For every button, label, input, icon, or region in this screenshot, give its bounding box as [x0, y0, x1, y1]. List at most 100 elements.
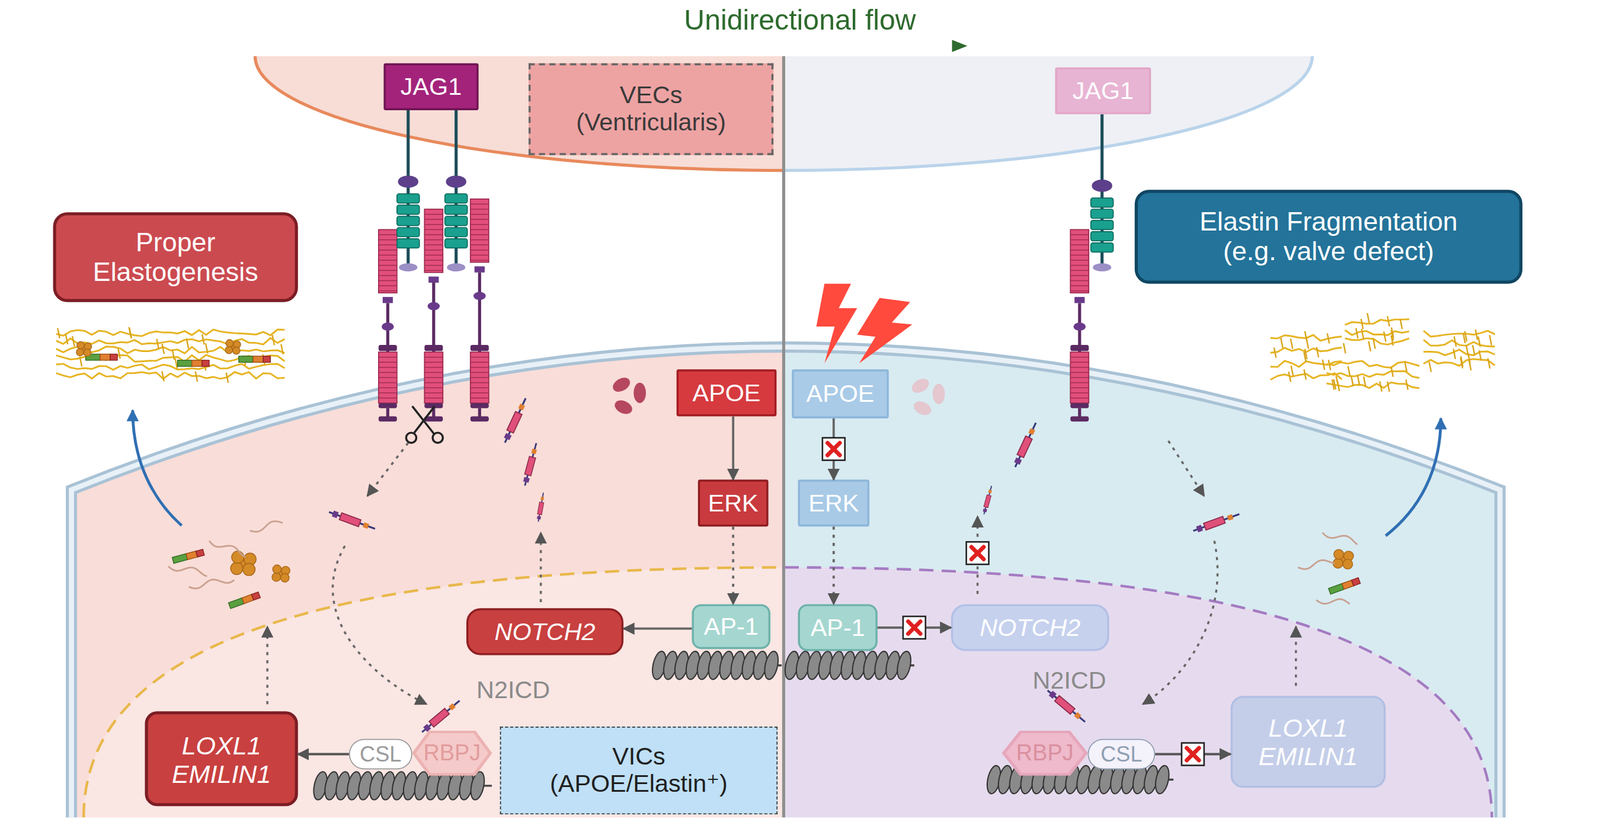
node-text: VICs (APOE/Elastin⁺)	[541, 743, 736, 799]
egf-repeat	[397, 193, 420, 203]
repeat-stripe	[470, 229, 489, 230]
jag1-ligand	[397, 110, 420, 272]
receptor-repeats	[1070, 229, 1089, 293]
fibre-crosslink	[1361, 318, 1363, 329]
node-text: AP-1	[704, 612, 759, 640]
ligand-domain	[398, 263, 418, 272]
signal-arrow	[1154, 753, 1231, 756]
egf-repeat	[1090, 231, 1114, 241]
fibre-crosslink	[1337, 381, 1340, 392]
repeat-stripe	[424, 397, 443, 399]
dotted-arrow	[367, 442, 409, 496]
repeat-stripe	[378, 376, 398, 378]
fragment-tag	[982, 508, 987, 513]
repeat-stripe	[424, 366, 443, 368]
block-cross	[1186, 747, 1200, 761]
cofactor-pill: CSL	[1088, 738, 1156, 770]
fibre-crosslink	[1379, 381, 1382, 392]
fragment-tag	[362, 522, 370, 529]
fragment-body	[506, 411, 522, 433]
dotted-arrow	[1294, 626, 1297, 686]
transcription-factor-box: AP-1	[691, 603, 771, 649]
elastin-fibre	[56, 363, 286, 370]
node-text: JAG1	[400, 72, 462, 101]
fragment-shaft	[1047, 690, 1086, 722]
scissor-ring	[432, 432, 443, 443]
block-mark	[903, 616, 926, 639]
vic-cell-right	[783, 346, 1500, 818]
apoe-particles	[909, 375, 946, 418]
block-cross	[908, 621, 921, 635]
receptor-cap	[470, 344, 489, 351]
egf-repeat	[397, 205, 420, 214]
fibre-crosslink	[1453, 349, 1456, 360]
repeat-stripe	[1070, 362, 1089, 363]
receptor-repeats	[424, 352, 443, 403]
elastin-fibre	[1326, 370, 1420, 379]
elastin-fibres	[1270, 331, 1346, 387]
block-mark	[822, 437, 846, 461]
repeat-stripe	[378, 234, 398, 235]
receptor-domain	[1073, 322, 1086, 331]
cell-type-box: VECs (Ventricularis)	[528, 63, 774, 156]
protein-lobe	[272, 573, 281, 582]
cofactor-hexagon: RBPJ	[1002, 730, 1088, 776]
repeat-stripe	[470, 372, 489, 373]
fibre-crosslink	[1460, 356, 1463, 367]
egf-repeat	[445, 238, 468, 248]
block-cross	[971, 546, 984, 560]
fibre-crosslink	[1475, 329, 1478, 340]
notch-receptor	[378, 229, 398, 422]
block-mark	[1181, 743, 1205, 766]
elastin-fibres	[1423, 329, 1496, 373]
rod-segment	[263, 356, 271, 363]
fibre-crosslink	[1327, 333, 1330, 344]
fibre-crosslink	[1387, 381, 1390, 392]
rod-segment	[100, 354, 111, 361]
ligand-domain	[446, 263, 466, 272]
protein-lobe	[76, 348, 84, 356]
fragment-tag	[1073, 712, 1081, 720]
node-text: AP-1	[810, 613, 866, 642]
nicd-fragment	[1012, 421, 1040, 469]
repeat-stripe	[424, 229, 443, 230]
rod-segment	[253, 356, 264, 363]
repeat-stripe	[1070, 244, 1089, 246]
repeat-stripe	[1070, 366, 1089, 368]
kinase-box: ERK	[798, 479, 870, 527]
signal-arrow	[731, 416, 735, 480]
repeat-stripe	[470, 234, 489, 235]
receptor-stem	[478, 272, 482, 352]
fragment-body	[339, 512, 361, 527]
protein-lobe	[225, 346, 233, 354]
repeat-stripe	[378, 264, 398, 266]
rod-segment	[110, 354, 118, 361]
emilin-strand	[249, 519, 284, 534]
repeat-stripe	[378, 372, 398, 373]
vec-membrane-left	[254, 56, 784, 171]
fragment-body	[524, 456, 536, 476]
elastin-fibre	[1423, 339, 1496, 347]
repeat-stripe	[1070, 274, 1089, 276]
fragment-tag	[1195, 525, 1203, 533]
repeat-stripe	[424, 249, 443, 251]
node-text: RBPJ	[1016, 740, 1074, 766]
fibre-crosslink	[1489, 334, 1492, 345]
fibre-crosslink	[1391, 327, 1394, 338]
egf-repeat	[397, 227, 420, 237]
ligand-domain	[398, 175, 419, 188]
rod-segment	[238, 356, 254, 363]
receptor-repeats	[470, 352, 489, 403]
repeat-stripe	[424, 376, 443, 378]
repeat-stripe	[1070, 387, 1089, 389]
fibre-crosslink	[1355, 328, 1358, 339]
fibre-crosslink	[205, 343, 208, 354]
ligand-domain	[445, 175, 466, 188]
protein-lobe	[230, 562, 243, 575]
fibre-crosslink	[129, 327, 131, 338]
repeat-stripe	[378, 366, 398, 368]
protein-lobe	[280, 573, 290, 582]
elastin-fibre	[1345, 338, 1410, 345]
fibre-crosslink	[1477, 336, 1480, 347]
